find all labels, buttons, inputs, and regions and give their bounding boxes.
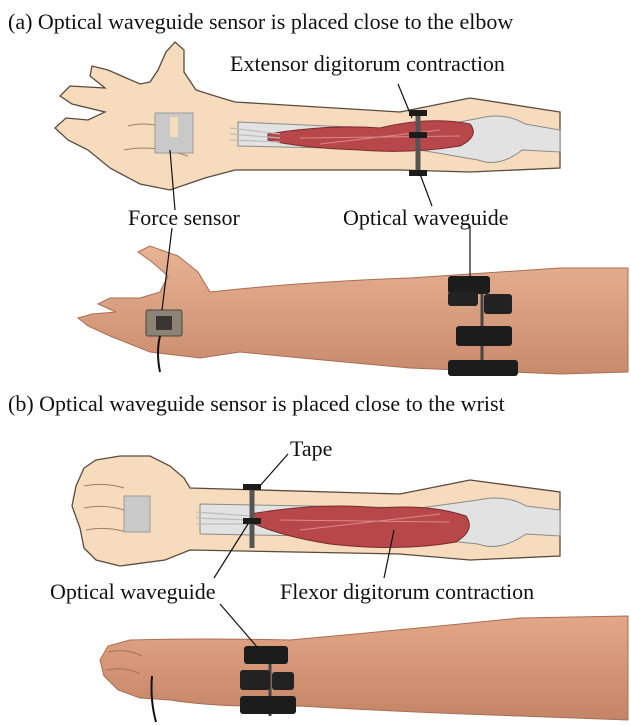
tape-icon <box>409 170 427 176</box>
tape-icon <box>244 646 288 664</box>
tape-icon <box>240 670 270 690</box>
tape-icon <box>409 110 427 116</box>
tape-icon <box>272 672 294 690</box>
tape-icon <box>448 360 518 376</box>
photo-arm-b <box>100 616 628 720</box>
panel-a-title: (a) Optical waveguide sensor is placed c… <box>8 10 513 34</box>
label-extensor-digitorum: Extensor digitorum contraction <box>230 52 505 76</box>
panel-b-illustration <box>72 454 560 578</box>
force-sensor-cable <box>158 336 160 372</box>
label-optical-waveguide-a: Optical waveguide <box>343 206 509 230</box>
label-flexor-digitorum: Flexor digitorum contraction <box>280 580 534 604</box>
label-optical-waveguide-b: Optical waveguide <box>50 580 216 604</box>
panel-b-title: (b) Optical waveguide sensor is placed c… <box>8 392 505 416</box>
tape-icon <box>243 518 261 524</box>
tape-icon <box>484 294 512 314</box>
tape-icon <box>456 326 512 346</box>
panel-b-photo <box>100 604 628 722</box>
panel-a-photo <box>78 226 628 376</box>
label-force-sensor: Force sensor <box>128 206 240 230</box>
tape-icon <box>448 292 478 306</box>
tape-icon <box>409 132 427 138</box>
tape-icon <box>448 276 490 294</box>
force-sensor-pad-drawing <box>124 496 150 532</box>
tape-icon <box>240 696 296 714</box>
label-tape: Tape <box>290 437 332 461</box>
